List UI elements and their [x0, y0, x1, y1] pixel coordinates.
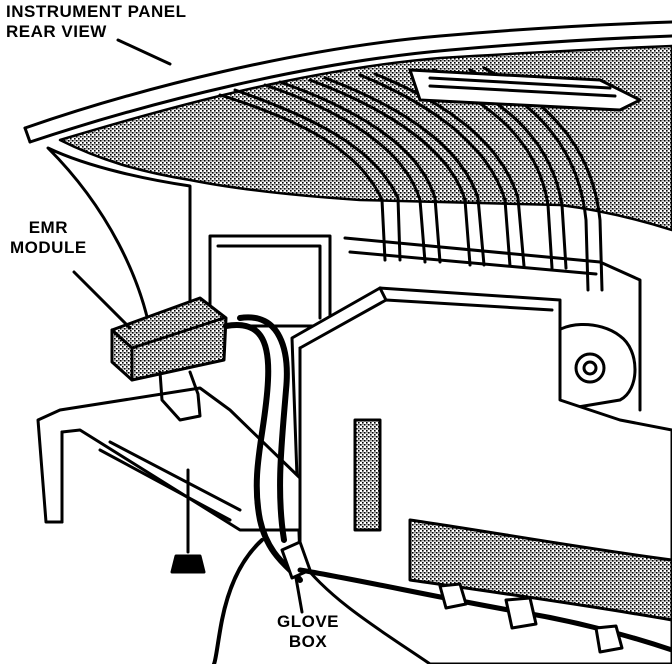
instrument-panel-label: INSTRUMENT PANEL REAR VIEW — [6, 2, 187, 42]
glove-box-trim — [408, 518, 672, 622]
glove-box-label-line2: BOX — [288, 632, 328, 651]
emr-module-label-line1: EMR — [28, 218, 68, 237]
emr-module-label-line2: MODULE — [10, 238, 87, 257]
glove-box-pointer — [294, 576, 304, 614]
duct-tube — [218, 93, 387, 262]
instrument-panel-label-line2: REAR VIEW — [6, 22, 107, 41]
panel-top-edge — [23, 20, 672, 130]
inner-dash-box — [208, 234, 332, 328]
instrument-panel-label-line1: INSTRUMENT PANEL — [6, 2, 187, 21]
glove-box-label: GLOVE BOX — [272, 612, 344, 652]
dash-shelf — [343, 236, 642, 412]
emr-module — [110, 296, 228, 382]
panel-top-edge-inner — [28, 34, 672, 144]
emr-pointer — [72, 270, 132, 330]
mounting-bracket — [36, 386, 302, 532]
emr-module-label: EMR MODULE — [10, 218, 87, 258]
wiring-harness — [223, 321, 303, 583]
glove-box-label-line1: GLOVE — [276, 612, 339, 631]
glove-box-slot — [353, 418, 382, 532]
instrument-panel-pointer — [116, 38, 172, 66]
